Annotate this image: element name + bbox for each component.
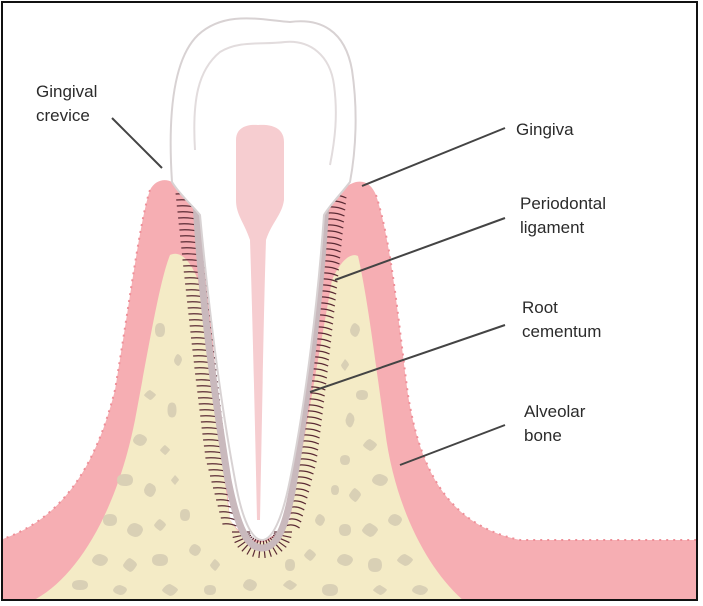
label-periodontal-ligament-line1: Periodontal [520, 192, 606, 216]
label-alveolar-bone-line2: bone [524, 424, 585, 448]
leader-line-gingival-crevice [112, 118, 162, 168]
bone-cell [72, 580, 88, 590]
bone-cell [204, 585, 216, 595]
label-gingiva: Gingiva [516, 118, 574, 142]
label-gingival-crevice: Gingival crevice [36, 80, 97, 128]
bone-cell [117, 474, 133, 486]
label-gingiva-line1: Gingiva [516, 118, 574, 142]
leader-line-gingiva [362, 128, 505, 186]
bone-cell [152, 554, 168, 566]
label-gingival-crevice-line1: Gingival [36, 80, 97, 104]
bone-cell [322, 584, 338, 596]
bone-cell [340, 455, 350, 465]
bone-cell [368, 558, 382, 572]
bone-cell [285, 559, 295, 571]
label-root-cementum-line1: Root [522, 296, 601, 320]
bone-cell [339, 524, 351, 536]
bone-cell [168, 403, 177, 418]
label-alveolar-bone: Alveolar bone [524, 400, 585, 448]
label-alveolar-bone-line1: Alveolar [524, 400, 585, 424]
bone-cell [331, 485, 339, 495]
bone-cell [356, 390, 368, 400]
label-gingival-crevice-line2: crevice [36, 104, 97, 128]
bone-cell [180, 509, 190, 521]
bone-cell [155, 323, 165, 337]
label-periodontal-ligament: Periodontal ligament [520, 192, 606, 240]
bone-cell [103, 514, 117, 526]
label-root-cementum: Root cementum [522, 296, 601, 344]
label-periodontal-ligament-line2: ligament [520, 216, 606, 240]
label-root-cementum-line2: cementum [522, 320, 601, 344]
